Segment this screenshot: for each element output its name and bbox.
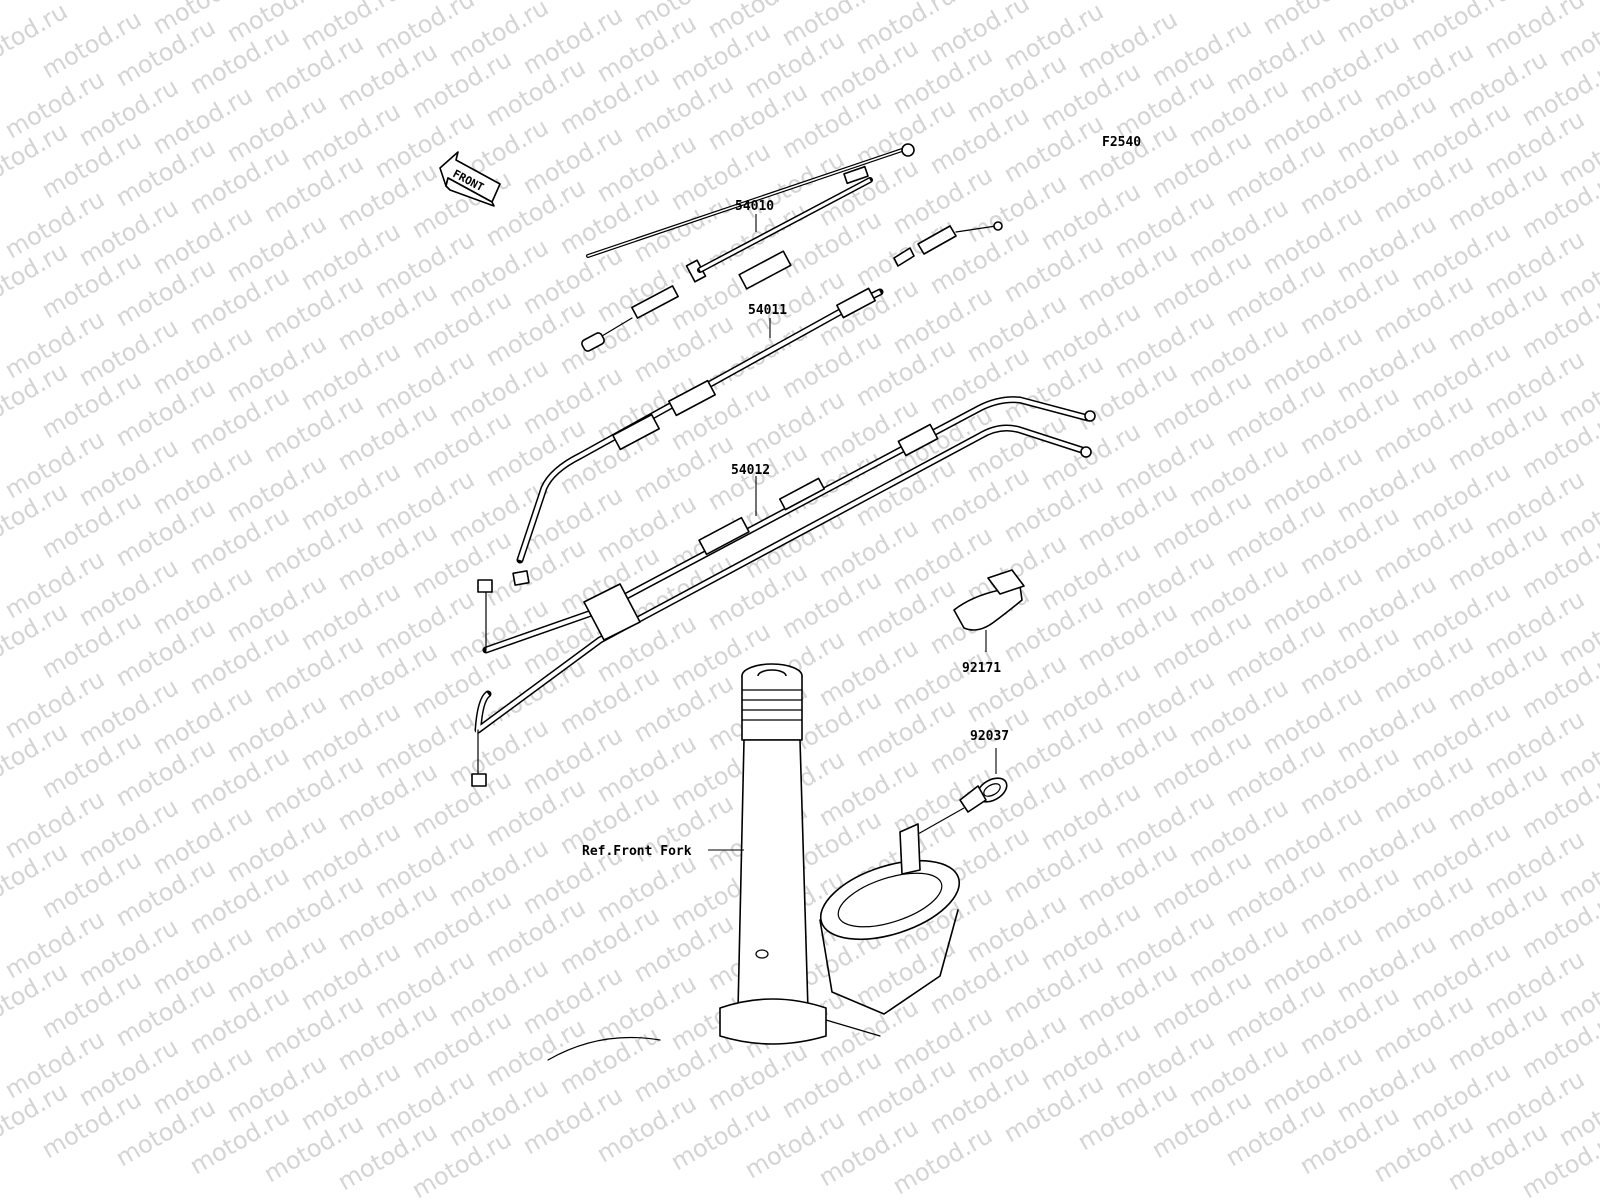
lower-triple-clamp (819, 823, 961, 1037)
reference-label-front-fork: Ref.Front Fork (582, 844, 692, 859)
diagram-code: F2540 (1102, 135, 1141, 150)
cable-54012 (471, 396, 1096, 787)
front-arrow-icon: FRONT (439, 151, 501, 207)
part-number-54012: 54012 (731, 463, 770, 478)
clamp-92171 (953, 569, 1025, 652)
part-number-92171: 92171 (962, 661, 1001, 676)
cable-54011 (512, 221, 1003, 586)
part-number-92037: 92037 (970, 729, 1009, 744)
front-fork (547, 663, 827, 1061)
part-number-54011: 54011 (748, 303, 787, 318)
part-number-54010: 54010 (735, 199, 774, 214)
guide-92037 (917, 748, 1008, 835)
cable-54010 (581, 143, 915, 352)
